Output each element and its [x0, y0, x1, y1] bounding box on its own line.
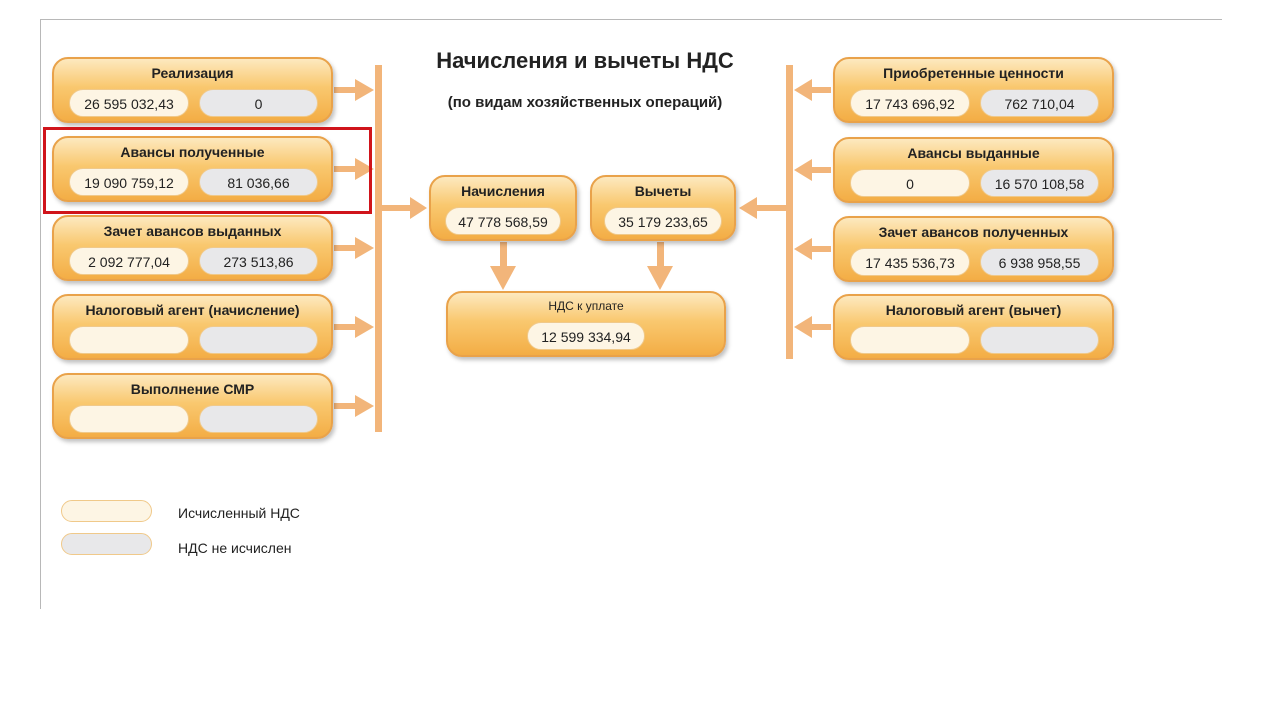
page-title: Начисления и вычеты НДС [436, 48, 734, 73]
right-arrows [794, 79, 831, 338]
left-arrows [334, 79, 374, 417]
right-box-title: Зачет авансов полученных [878, 224, 1069, 240]
legend-swatch-calculated [61, 500, 152, 522]
left-box-title: Налоговый агент (начисление) [85, 302, 300, 318]
arrow-right-box-1 [794, 159, 831, 181]
arrow-accruals-to-payable [490, 242, 516, 290]
right-box-0: Приобретенные ценности 17 743 696,92 762… [833, 57, 1114, 123]
arrow-left-box-1 [334, 158, 374, 180]
left-box-title: Выполнение СМР [130, 381, 255, 397]
payable-value: 12 599 334,94 [527, 322, 645, 350]
arrow-right-box-2 [794, 238, 831, 260]
left-box-4: Выполнение СМР [52, 373, 333, 439]
arrow-to-deductions [739, 197, 786, 219]
left-box-0: Реализация 26 595 032,43 0 [52, 57, 333, 123]
arrow-left-box-2 [334, 237, 374, 259]
left-box-title: Реализация [151, 65, 234, 81]
arrow-left-box-0 [334, 79, 374, 101]
right-box-calculated-value: 17 435 536,73 [850, 248, 970, 276]
legend-label-not-calculated: НДС не исчислен [178, 540, 292, 556]
highlight-frame [43, 127, 372, 214]
right-box-1: Авансы выданные 0 16 570 108,58 [833, 137, 1114, 203]
right-box-not-calculated-value: 6 938 958,55 [980, 248, 1099, 276]
left-box-calculated-value: 26 595 032,43 [69, 89, 189, 117]
left-box-calculated-value: 19 090 759,12 [69, 168, 189, 196]
legend-label-calculated: Исчисленный НДС [178, 505, 300, 521]
payable-title: НДС к уплате [548, 299, 624, 313]
accruals-title: Начисления [461, 183, 545, 199]
payable-box: НДС к уплате 12 599 334,94 [446, 291, 726, 357]
right-box-not-calculated-value: 16 570 108,58 [980, 169, 1099, 197]
page-subtitle: (по видам хозяйственных операций) [447, 94, 723, 111]
frame-top-line [40, 19, 1222, 20]
left-box-not-calculated-value [199, 405, 318, 433]
accruals-box: Начисления 47 778 568,59 [429, 175, 577, 241]
deductions-value: 35 179 233,65 [604, 207, 722, 235]
left-box-calculated-value [69, 405, 189, 433]
left-box-1: Авансы полученные 19 090 759,12 81 036,6… [52, 136, 333, 202]
arrow-left-box-3 [334, 316, 374, 338]
left-box-title: Зачет авансов выданных [103, 223, 282, 239]
right-box-2: Зачет авансов полученных 17 435 536,73 6… [833, 216, 1114, 282]
arrow-right-box-3 [794, 316, 831, 338]
arrow-deductions-to-payable [647, 242, 673, 290]
left-box-3: Налоговый агент (начисление) [52, 294, 333, 360]
left-box-not-calculated-value: 0 [199, 89, 318, 117]
legend-swatch-not-calculated [61, 533, 152, 555]
deductions-box: Вычеты 35 179 233,65 [590, 175, 736, 241]
right-box-title: Налоговый агент (вычет) [885, 302, 1062, 318]
right-box-calculated-value: 17 743 696,92 [850, 89, 970, 117]
left-box-not-calculated-value [199, 326, 318, 354]
right-box-3: Налоговый агент (вычет) [833, 294, 1114, 360]
right-box-not-calculated-value [980, 326, 1099, 354]
accruals-value: 47 778 568,59 [445, 207, 561, 235]
deductions-title: Вычеты [634, 183, 692, 199]
right-box-calculated-value: 0 [850, 169, 970, 197]
right-box-not-calculated-value: 762 710,04 [980, 89, 1099, 117]
left-box-calculated-value [69, 326, 189, 354]
right-box-title: Приобретенные ценности [883, 65, 1064, 81]
left-box-title: Авансы полученные [120, 144, 265, 160]
arrow-left-box-4 [334, 395, 374, 417]
left-bus-bar [375, 65, 382, 432]
right-bus-bar [786, 65, 793, 359]
right-box-calculated-value [850, 326, 970, 354]
left-box-2: Зачет авансов выданных 2 092 777,04 273 … [52, 215, 333, 281]
left-box-not-calculated-value: 273 513,86 [199, 247, 318, 275]
right-box-title: Авансы выданные [907, 145, 1040, 161]
arrow-to-accruals [382, 197, 427, 219]
left-box-not-calculated-value: 81 036,66 [199, 168, 318, 196]
frame-left-line [40, 19, 41, 609]
arrow-right-box-0 [794, 79, 831, 101]
left-box-calculated-value: 2 092 777,04 [69, 247, 189, 275]
